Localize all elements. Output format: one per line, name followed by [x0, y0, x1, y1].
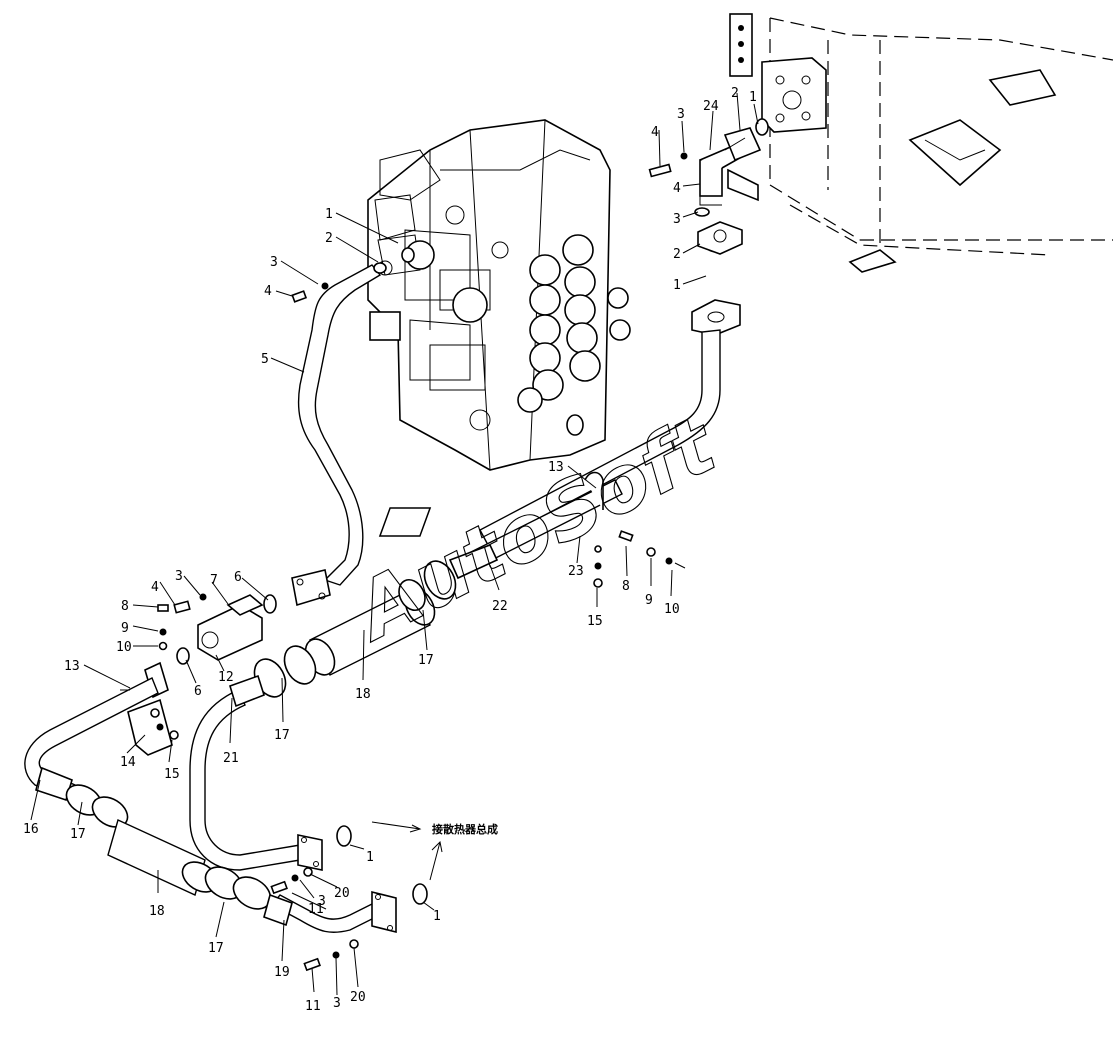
- callout-3-bottom: 3: [333, 996, 341, 1011]
- callout-2-right-b: 2: [673, 247, 681, 262]
- pipe-5: [291, 247, 415, 607]
- callout-4-mid: 4: [151, 580, 159, 595]
- callout-5: 5: [261, 352, 269, 367]
- callout-numbers: 1 2 3 4 5 1 2 24 3 4 4 3 2 1 6 7 3 4 8 9…: [23, 86, 757, 1014]
- pipe-22-assembly: [378, 471, 686, 588]
- callout-18-b: 18: [355, 687, 371, 702]
- callout-10-right: 10: [664, 602, 680, 617]
- pipe-21: [189, 674, 323, 871]
- callout-11-a: 11: [308, 902, 324, 917]
- callout-17-c: 17: [418, 653, 434, 668]
- callout-9-left: 9: [121, 621, 129, 636]
- callout-15-left: 15: [164, 767, 180, 782]
- callout-13-left: 13: [64, 659, 80, 674]
- right-return-pipe: [479, 118, 769, 546]
- callout-2-right: 2: [731, 86, 739, 101]
- callout-1-right-b: 1: [673, 278, 681, 293]
- callout-17-a: 17: [70, 827, 86, 842]
- callout-6-a: 6: [234, 570, 242, 585]
- callout-4-top: 4: [264, 284, 272, 299]
- left-flange-assembly: [157, 593, 277, 665]
- hose-18-lower: [65, 784, 272, 910]
- callout-3-mid: 3: [175, 569, 183, 584]
- frame-tank-structure: [729, 13, 1113, 273]
- radiator-connection-note: 接散热器总成: [432, 822, 498, 836]
- callout-17-d: 17: [208, 941, 224, 956]
- callout-7: 7: [210, 573, 218, 588]
- callout-13-right: 13: [548, 460, 564, 475]
- callout-1-top: 1: [325, 207, 333, 222]
- callout-15-right: 15: [587, 614, 603, 629]
- callout-12: 12: [218, 670, 234, 685]
- callout-2-top: 2: [325, 231, 333, 246]
- callout-1-bottom-right: 1: [433, 909, 441, 924]
- spool-caps: [517, 234, 631, 436]
- callout-16: 16: [23, 822, 39, 837]
- callout-22: 22: [492, 599, 508, 614]
- callout-4-right-a: 4: [673, 181, 681, 196]
- callout-11-b: 11: [305, 999, 321, 1014]
- callout-4-right: 4: [651, 125, 659, 140]
- callout-20-a: 20: [334, 886, 350, 901]
- callout-3-top: 3: [270, 255, 278, 270]
- callout-19: 19: [274, 965, 290, 980]
- callout-14: 14: [120, 755, 136, 770]
- cooler-o-rings: [336, 821, 443, 905]
- callout-3-right-a: 3: [673, 212, 681, 227]
- leader-lines: [30, 92, 759, 996]
- callout-17-b: 17: [274, 728, 290, 743]
- callout-3-right: 3: [677, 107, 685, 122]
- callout-1-bottom-left: 1: [366, 850, 374, 865]
- callout-3-bottom-left: 3: [318, 894, 326, 909]
- control-valve: [367, 119, 631, 471]
- pipe-16: [24, 661, 179, 803]
- callout-21: 21: [223, 751, 239, 766]
- callout-8-right: 8: [622, 579, 630, 594]
- callout-9-right: 9: [645, 593, 653, 608]
- callout-6-b: 6: [194, 684, 202, 699]
- callout-10-left: 10: [116, 640, 132, 655]
- callout-18-a: 18: [149, 904, 165, 919]
- callout-24: 24: [703, 99, 719, 114]
- callout-1-right: 1: [749, 90, 757, 105]
- callout-20-b: 20: [350, 990, 366, 1005]
- callout-23: 23: [568, 564, 584, 579]
- callout-8-left: 8: [121, 599, 129, 614]
- pipe-19: [263, 867, 397, 972]
- hose-18-upper: [253, 560, 457, 698]
